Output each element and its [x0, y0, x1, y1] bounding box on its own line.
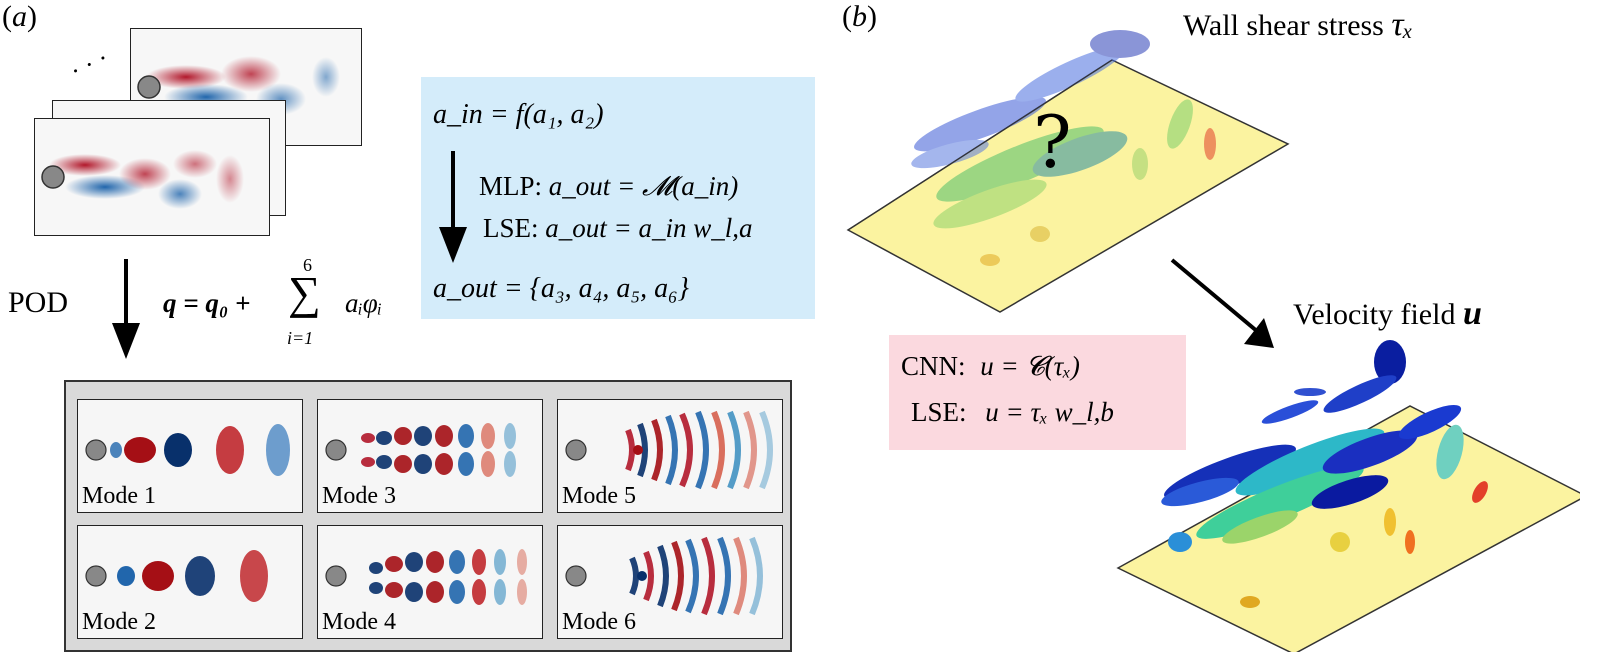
mlp-lse-box: a_in = f(a₁, a₂) MLP: a_out = 𝓜(a_in) LS…: [421, 77, 815, 319]
velocity-title: Velocity field u: [1293, 295, 1482, 333]
cnn-equation: u = 𝓒(τₓ): [980, 351, 1080, 381]
lse-b-equation: u = τₓ w_l,b: [985, 397, 1114, 427]
mode-6-label: Mode 6: [562, 609, 636, 635]
mode-4-field: [325, 549, 527, 605]
mode-1-panel: Mode 1: [77, 399, 303, 513]
paren-open: (: [2, 0, 12, 33]
panel-a-letter: a: [12, 0, 27, 33]
cnn-arrow: [1170, 258, 1274, 348]
mode-2-field: [85, 550, 268, 602]
wall-shear-text: Wall shear stress: [1183, 9, 1392, 42]
mlp-line: MLP: a_out = 𝓜(a_in): [479, 171, 738, 203]
vortex-street-front: [41, 150, 244, 209]
lse-line: LSE: a_out = a_in w_l,a: [483, 213, 753, 244]
velocity-field-plane: [1116, 340, 1580, 652]
a-out-equation: a_out = {a₃, a₄, a₅, a₆}: [433, 273, 690, 304]
mode-2-label: Mode 2: [82, 609, 156, 635]
mode-3-panel: Mode 3: [317, 399, 543, 513]
panel-b-label: (b): [842, 0, 877, 34]
paren-close-b: ): [867, 0, 877, 33]
wall-shear-title: Wall shear stress τₓ: [1183, 6, 1413, 44]
pod-arrow: [112, 259, 140, 359]
sum-lower-limit: i=1: [287, 328, 314, 348]
pod-label: POD: [8, 286, 69, 319]
paren-close: ): [27, 0, 37, 33]
panel-b-letter: b: [852, 0, 867, 33]
faint-vortex-structures: [911, 30, 1216, 266]
sum-term: aᵢφᵢ: [345, 288, 382, 318]
paren-open-b: (: [842, 0, 852, 33]
mode-4-label: Mode 4: [322, 609, 396, 635]
sum-upper-limit: 6: [303, 255, 312, 275]
mode-1-label: Mode 1: [82, 483, 156, 509]
mode-6-field: [565, 536, 763, 616]
plane-edge: [847, 59, 1113, 231]
lse-prefix: LSE:: [483, 213, 546, 243]
mode-1-field: [85, 424, 290, 476]
mlp-prefix: MLP:: [479, 171, 549, 201]
lse-equation: a_out = a_in w_l,a: [545, 213, 753, 243]
cnn-lse-box: CNN: u = 𝓒(τₓ) LSE: u = τₓ w_l,b: [889, 335, 1186, 450]
panel-a-label: (a): [2, 0, 37, 34]
vortex-street-back: [137, 56, 340, 115]
mode-4-panel: Mode 4: [317, 525, 543, 639]
wall-shear-plane: [846, 30, 1290, 313]
velocity-text: Velocity field: [1293, 298, 1463, 331]
sum-symbol: ∑: [288, 267, 321, 318]
mlp-arrow: [439, 151, 467, 263]
mode-5-panel: Mode 5: [557, 399, 783, 513]
mlp-equation: a_out = 𝓜(a_in): [548, 171, 739, 201]
lse-b-line: LSE: u = τₓ w_l,b: [911, 397, 1114, 428]
flow-snapshot-front: [34, 118, 270, 236]
mode-5-field: [565, 410, 773, 490]
ellipsis: · · ·: [65, 43, 114, 86]
mode-2-panel: Mode 2: [77, 525, 303, 639]
mode-3-label: Mode 3: [322, 483, 396, 509]
lse-b-prefix: LSE:: [911, 397, 967, 427]
vortex-structures: [1161, 340, 1488, 608]
question-mark: ?: [1033, 100, 1072, 184]
a-in-equation: a_in = f(a₁, a₂): [433, 99, 604, 130]
mode-6-panel: Mode 6: [557, 525, 783, 639]
wall-shear-symbol: τₓ: [1391, 6, 1414, 43]
mode-3-field: [325, 423, 516, 477]
pod-equation: q = q₀ +: [163, 288, 251, 318]
velocity-symbol: u: [1462, 295, 1482, 332]
cnn-prefix: CNN:: [901, 351, 966, 381]
cnn-line: CNN: u = 𝓒(τₓ): [901, 351, 1080, 383]
mode-5-label: Mode 5: [562, 483, 636, 509]
pod-modes-grid: Mode 1 Mode 3: [64, 380, 792, 652]
